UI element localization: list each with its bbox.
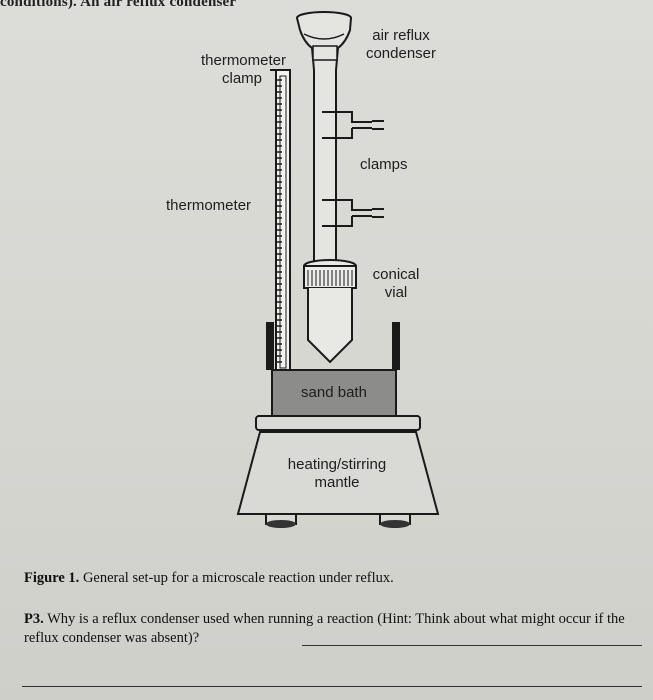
previous-text-fragment: conditions). An air reflux condenser (0, 0, 237, 10)
label-air-reflux-condenser: air reflux condenser (356, 27, 446, 63)
label-clamps: clamps (360, 156, 408, 173)
heating-mantle-drawing (236, 415, 440, 528)
label-conical-vial: conical vial (360, 266, 432, 302)
label-air-reflux-line2: condenser (365, 45, 437, 62)
figure-caption: Figure 1. General set-up for a microscal… (24, 570, 394, 587)
answer-line-1[interactable] (302, 645, 642, 646)
figure-caption-text: General set-up for a microscale reaction… (79, 570, 394, 586)
vial-cap-drawing (303, 259, 357, 289)
label-air-reflux-line1: air reflux (372, 27, 430, 44)
label-thermometer-clamp: thermometer clamp (170, 52, 286, 88)
answer-line-2[interactable] (22, 686, 642, 687)
condenser-clamp-lower (322, 199, 384, 227)
sand-bath-drawing (266, 322, 400, 417)
label-conical-vial-line1: conical (372, 266, 420, 283)
label-thermometer-clamp-line1: thermometer (200, 52, 286, 69)
label-conical-vial-line2: vial (384, 284, 408, 301)
label-heating-line2: mantle (314, 474, 360, 491)
question-p3: P3. Why is a reflux condenser used when … (24, 610, 644, 648)
conical-vial-drawing (307, 288, 353, 364)
question-label: P3. (24, 611, 44, 627)
label-thermometer-clamp-line2: clamp (221, 70, 262, 87)
thermometer-drawing (275, 69, 291, 371)
condenser-clamp-upper (322, 111, 384, 139)
label-heating-stirring-mantle: heating/stirring mantle (262, 456, 412, 492)
figure-caption-label: Figure 1. (24, 570, 80, 586)
label-sand-bath: sand bath (301, 384, 367, 401)
label-heating-line1: heating/stirring (287, 456, 387, 473)
reflux-apparatus-diagram (236, 11, 440, 528)
question-text: Why is a reflux condenser used when runn… (24, 611, 625, 646)
label-thermometer: thermometer (166, 197, 252, 214)
